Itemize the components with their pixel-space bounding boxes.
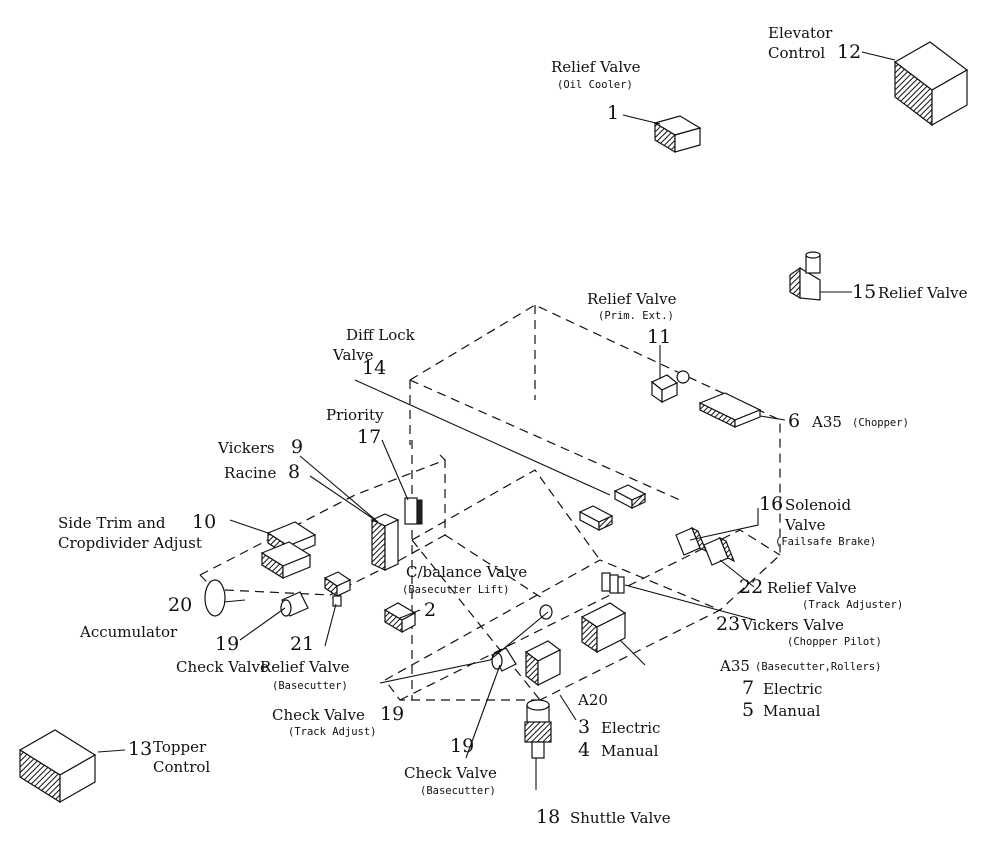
label-elevator-control-num: 12	[837, 41, 861, 63]
label-a20-name-b: Manual	[601, 742, 659, 760]
check-valve-left-part	[280, 591, 309, 617]
label-vickers-valve-name: Vickers Valve	[741, 616, 844, 634]
label-topper-line1: Topper	[153, 738, 207, 756]
relief-valve-prim-ext-part	[650, 370, 690, 404]
label-relief-15-name: Relief Valve	[878, 284, 968, 302]
label-a35-chopper-name: A35	[811, 413, 842, 431]
label-priority-num: 17	[357, 426, 381, 448]
label-racine-name: Racine	[224, 464, 276, 482]
label-relief-prim-ext-sub: (Prim. Ext.)	[598, 310, 674, 322]
racine-vickers-block	[370, 513, 400, 571]
label-relief-oil-cooler-num: 1	[607, 102, 619, 124]
label-check-valve-19a-name: Check Valve	[176, 658, 269, 676]
label-shuttle-name: Shuttle Valve	[570, 809, 671, 827]
a35-basecutter-block	[580, 602, 627, 654]
label-relief-basecutter-name: Relief Valve	[260, 658, 350, 676]
label-accumulator-name: Accumulator	[79, 623, 178, 641]
label-priority-name: Priority	[326, 406, 384, 424]
label-check-basecutter-name: Check Valve	[404, 764, 497, 782]
label-a35-base-name-b: Manual	[763, 702, 821, 720]
label-vickers-valve-num: 23	[716, 613, 740, 635]
elevator-control-box	[893, 41, 969, 127]
label-cbalance-name: C/balance Valve	[406, 563, 527, 581]
label-side-trim-line2: Cropdivider Adjust	[58, 534, 202, 552]
label-elevator-control-line2: Control	[768, 44, 825, 62]
label-a35-base-sub: (Basecutter,Rollers)	[755, 661, 881, 673]
label-relief-prim-ext-name: Relief Valve	[587, 290, 677, 308]
label-a35-base-num-b: 5	[742, 699, 754, 721]
label-check-basecutter-num: 19	[450, 735, 474, 757]
label-relief-track-name: Relief Valve	[767, 579, 857, 597]
diff-lock-blocks	[578, 484, 647, 531]
leader-lines	[97, 51, 896, 790]
label-relief-basecutter-num: 21	[290, 633, 314, 655]
relief-valve-basecutter-part	[323, 571, 352, 607]
label-cbalance-num: 2	[424, 599, 436, 621]
label-a35-base-name: A35	[719, 657, 750, 675]
label-relief-track-sub: (Track Adjuster)	[802, 599, 903, 611]
label-a20-name-a: Electric	[601, 719, 660, 737]
label-check-track-sub: (Track Adjust)	[288, 726, 377, 738]
label-relief-basecutter-sub: (Basecutter)	[272, 680, 348, 692]
side-trim-blocks	[260, 521, 317, 580]
label-side-trim-line1: Side Trim and	[58, 514, 166, 532]
accumulator-part	[204, 579, 226, 617]
label-relief-oil-cooler-name: Relief Valve	[551, 58, 641, 76]
label-accumulator-num: 20	[168, 594, 192, 616]
machine-outline	[199, 304, 781, 701]
label-side-trim-num: 10	[192, 511, 216, 533]
label-shuttle-num: 18	[536, 806, 560, 828]
shuttle-valve-part	[524, 699, 552, 759]
priority-valve-block	[404, 497, 423, 525]
a35-chopper-block	[698, 392, 762, 428]
label-a35-base-name-a: Electric	[763, 680, 822, 698]
a20-block	[524, 640, 562, 687]
label-cbalance-sub: (Basecutter Lift)	[402, 584, 509, 596]
label-diff-lock-line2: Valve	[332, 346, 374, 364]
label-solenoid-line2: Valve	[784, 516, 826, 534]
check-valve-basecutter-part	[491, 647, 517, 672]
label-solenoid-line1: Solenoid	[785, 496, 851, 514]
topper-control-box	[18, 729, 97, 804]
label-a20-num-b: 4	[578, 739, 590, 761]
label-solenoid-sub: (Failsafe Brake)	[775, 536, 876, 548]
solenoid-and-track-relief-parts	[675, 526, 736, 566]
label-diff-lock-line1: Diff Lock	[346, 326, 416, 344]
label-solenoid-num: 16	[759, 493, 783, 515]
label-relief-prim-ext-num: 11	[647, 326, 671, 348]
label-relief-oil-cooler-sub: (Oil Cooler)	[557, 79, 633, 91]
label-check-basecutter-sub: (Basecutter)	[420, 785, 496, 797]
label-racine-num: 8	[288, 461, 300, 483]
label-check-track-num: 19	[380, 703, 404, 725]
label-check-track-name: Check Valve	[272, 706, 365, 724]
label-relief-15-num: 15	[852, 281, 876, 303]
relief-valve-oil-cooler-box	[653, 115, 702, 154]
label-diff-lock-num: 14	[362, 357, 386, 379]
cbalance-valve-block	[383, 602, 417, 634]
label-check-valve-19a-num: 19	[215, 633, 239, 655]
label-a20-name: A20	[577, 691, 608, 709]
label-relief-track-num: 22	[739, 576, 763, 598]
vickers-valve-part	[601, 572, 625, 594]
label-vickers-num: 9	[291, 436, 303, 458]
label-topper-line2: Control	[153, 758, 210, 776]
label-a35-chopper-sub: (Chopper)	[852, 417, 909, 429]
label-vickers-valve-sub: (Chopper Pilot)	[787, 636, 882, 648]
relief-valve-15-part	[789, 251, 821, 301]
label-a35-chopper-num: 6	[788, 410, 800, 432]
label-elevator-control-line1: Elevator	[768, 24, 833, 42]
label-vickers-name: Vickers	[217, 439, 275, 457]
label-a35-base-num-a: 7	[742, 677, 754, 699]
label-topper-num: 13	[128, 738, 152, 760]
label-a20-num-a: 3	[578, 716, 590, 738]
